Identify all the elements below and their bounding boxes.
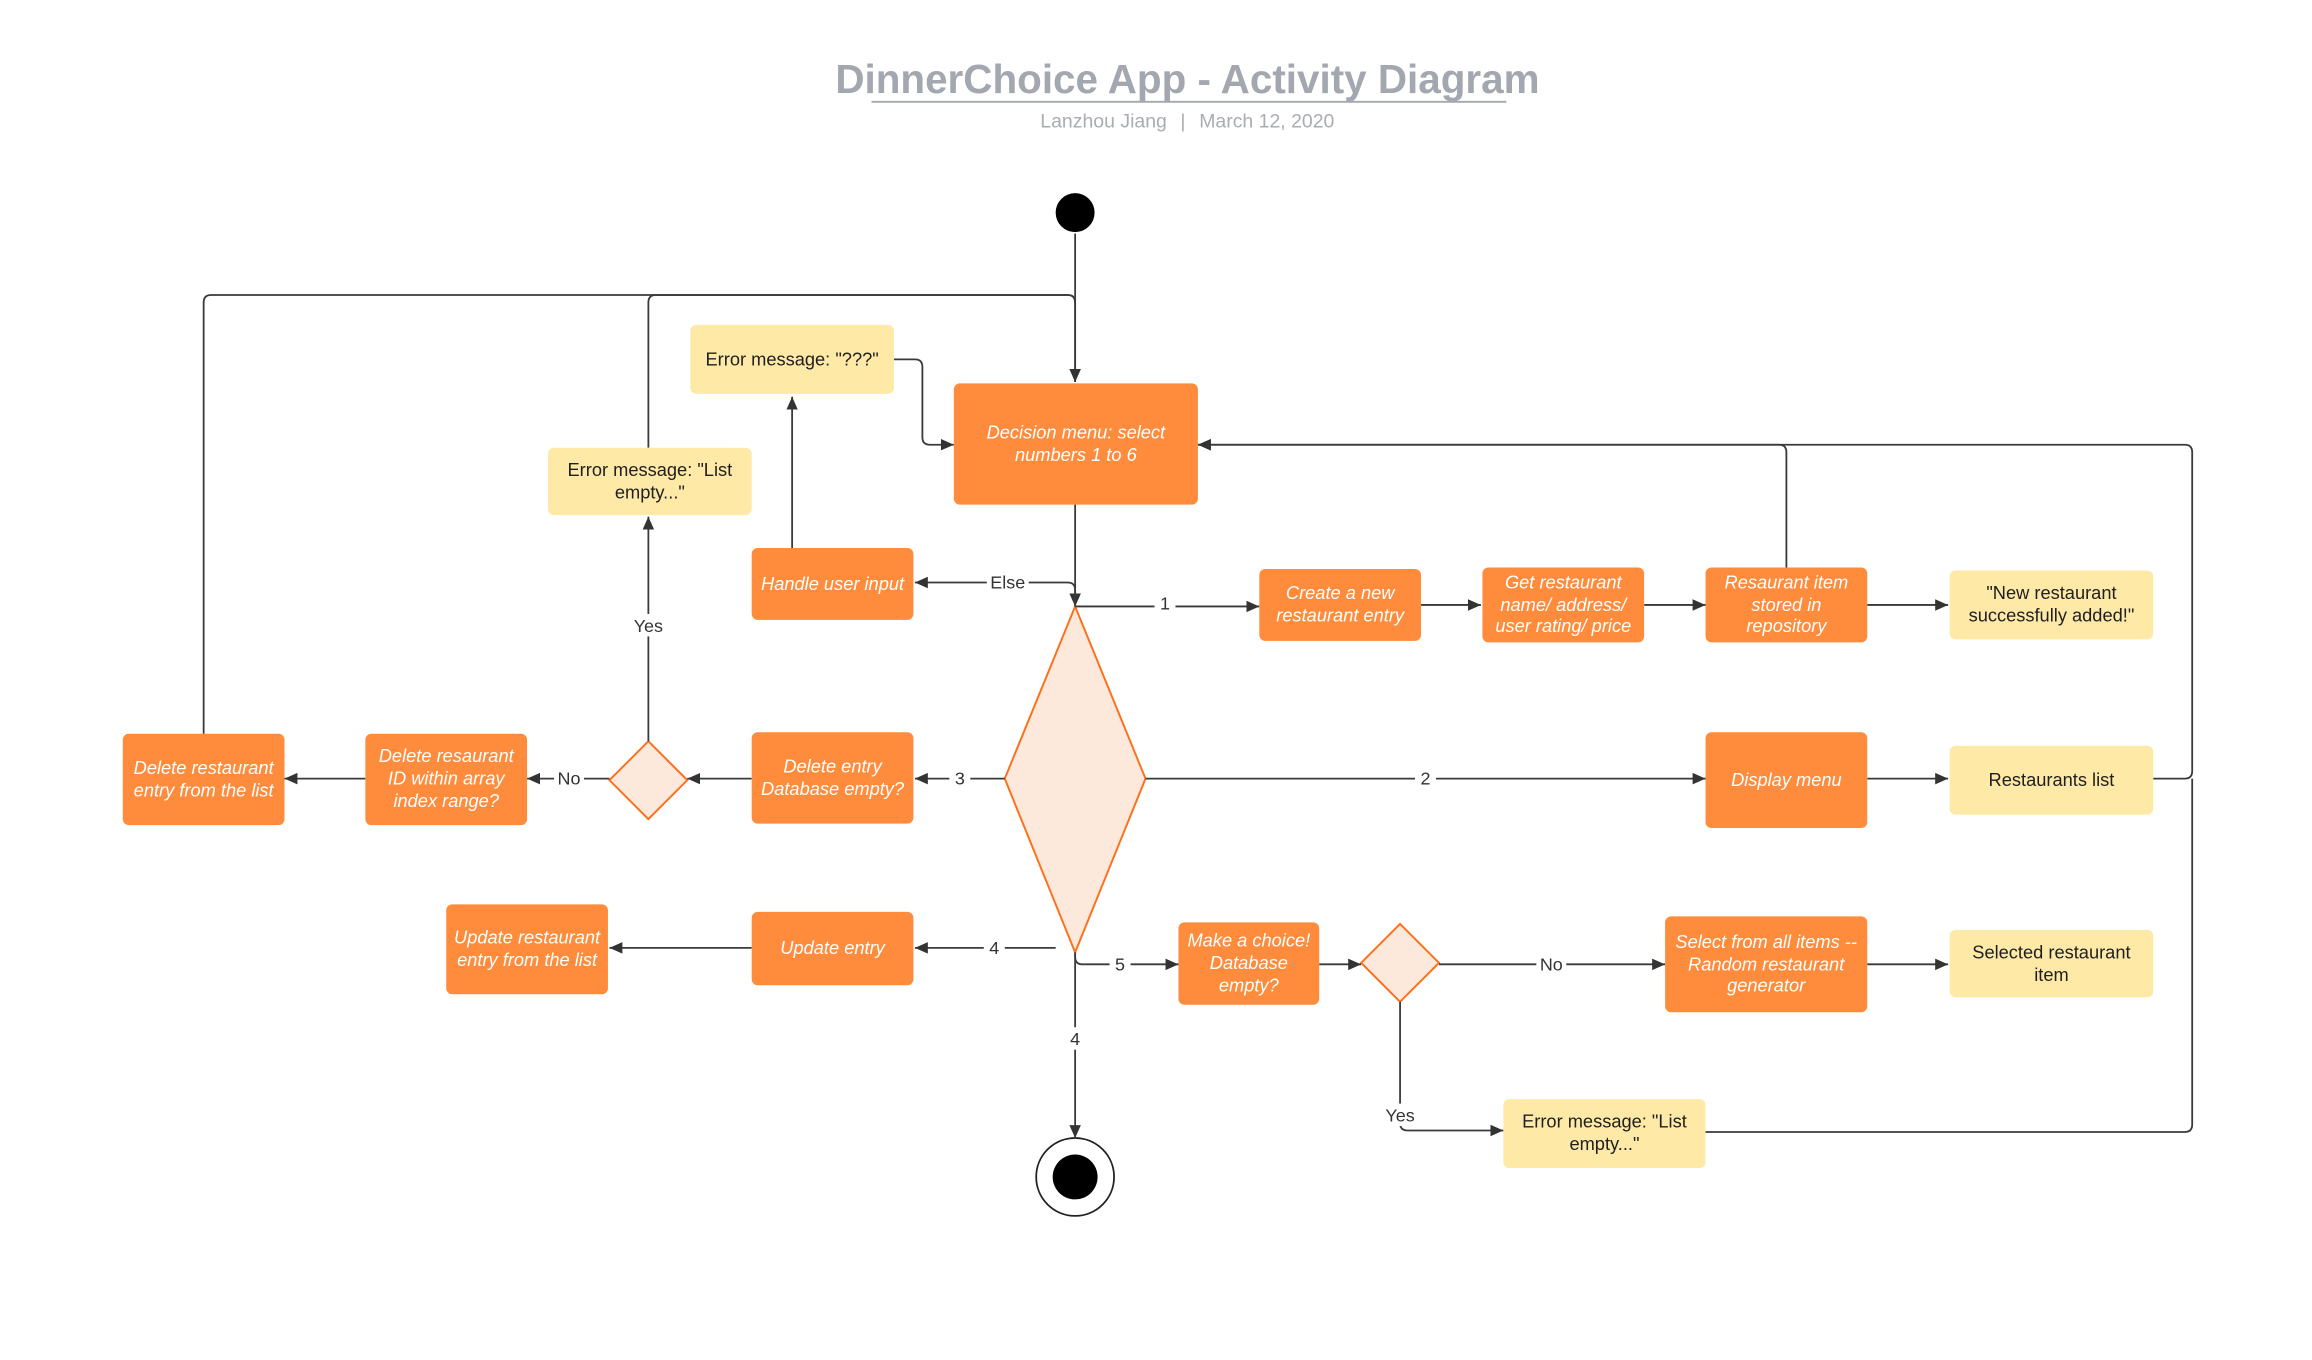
option5-connector xyxy=(1074,952,1179,971)
edge-label-5: 5 xyxy=(1115,954,1125,974)
edge-label-delete-no-group: No xyxy=(554,766,584,790)
edge-label-choice-no-group: No xyxy=(1536,952,1567,975)
subtitle-date: March 12, 2020 xyxy=(1199,110,1334,132)
store-to-menu-connector xyxy=(1197,438,1788,568)
error-unknown-note: Error message: "???" xyxy=(690,324,894,394)
edge-label-5-group: 5 xyxy=(1109,952,1131,975)
edge-label-2-group: 2 xyxy=(1415,766,1437,790)
delete-entry-db-empty-box: Delete entry Database empty? xyxy=(751,732,914,824)
random-generator-box: Select from all items -- Random restaura… xyxy=(1665,916,1868,1013)
edge-label-1-group: 1 xyxy=(1154,592,1176,616)
edge-label-delete-yes-group: Yes xyxy=(630,613,667,637)
edge-label-2: 2 xyxy=(1421,769,1431,789)
edge-label-1: 1 xyxy=(1160,593,1170,613)
choice-decision-diamond xyxy=(1359,922,1441,1004)
selected-item-note: Selected restaurant item xyxy=(1949,929,2154,998)
new-restaurant-added-note: "New restaurant successfully added!" xyxy=(1949,570,2154,640)
edge-label-delete-yes: Yes xyxy=(634,616,663,636)
edge-label-4-down: 4 xyxy=(1070,1029,1080,1049)
item-stored-box: Resaurant item stored in repository xyxy=(1705,567,1868,643)
page-title: DinnerChoice App - Activity Diagram xyxy=(835,56,1539,102)
delete-decision-diamond xyxy=(608,739,689,821)
edge-label-delete-no: No xyxy=(558,769,581,789)
edge-label-else-group: Else xyxy=(986,570,1029,593)
edge-label-4-left: 4 xyxy=(989,938,999,958)
delete-to-menu-connector xyxy=(202,294,1077,734)
update-restaurant-entry-box: Update restaurant entry from the list xyxy=(446,904,608,995)
update-entry-box: Update entry xyxy=(751,911,914,986)
decision-menu-box: Decision menu: select numbers 1 to 6 xyxy=(953,383,1198,505)
edge-label-choice-no: No xyxy=(1540,954,1563,974)
get-restaurant-info-box: Get restaurant name/ address/ user ratin… xyxy=(1482,567,1645,643)
list-to-menu-connector xyxy=(1197,438,2194,780)
edge-label-3-group: 3 xyxy=(949,766,971,790)
main-decision-diamond xyxy=(1003,603,1147,955)
edge-label-4-left-group: 4 xyxy=(983,935,1005,959)
handle-user-input-box: Handle user input xyxy=(751,548,914,620)
delete-restaurant-entry-box: Delete restaurant entry from the list xyxy=(122,733,285,826)
error-list-empty-top-note: Error message: "List empty..." xyxy=(548,447,752,516)
start-node xyxy=(1055,193,1095,233)
error-bottom-to-menu-connector xyxy=(1704,778,2194,1133)
create-entry-box: Create a new restaurant entry xyxy=(1259,569,1422,641)
error-list-empty-bottom-note: Error message: "List empty..." xyxy=(1503,1099,1706,1168)
edge-label-3: 3 xyxy=(955,769,965,789)
error-to-menu-connector xyxy=(893,358,954,451)
edge-label-choice-yes-group: Yes xyxy=(1382,1103,1419,1127)
edge-label-choice-yes: Yes xyxy=(1385,1106,1414,1126)
make-choice-box: Make a choice! Database empty? xyxy=(1178,922,1320,1005)
author-name: Lanzhou Jiang xyxy=(1040,110,1167,132)
subtitle-separator: | xyxy=(1180,110,1185,132)
edge-label-4-down-group: 4 xyxy=(1064,1027,1086,1050)
edge-label-else: Else xyxy=(990,572,1025,592)
display-menu-box: Display menu xyxy=(1705,732,1868,829)
restaurants-list-note: Restaurants list xyxy=(1949,745,2154,815)
else-connector xyxy=(914,576,1077,607)
end-node xyxy=(1052,1154,1098,1200)
delete-id-in-range-box: Delete resaurant ID within array index r… xyxy=(365,733,528,826)
